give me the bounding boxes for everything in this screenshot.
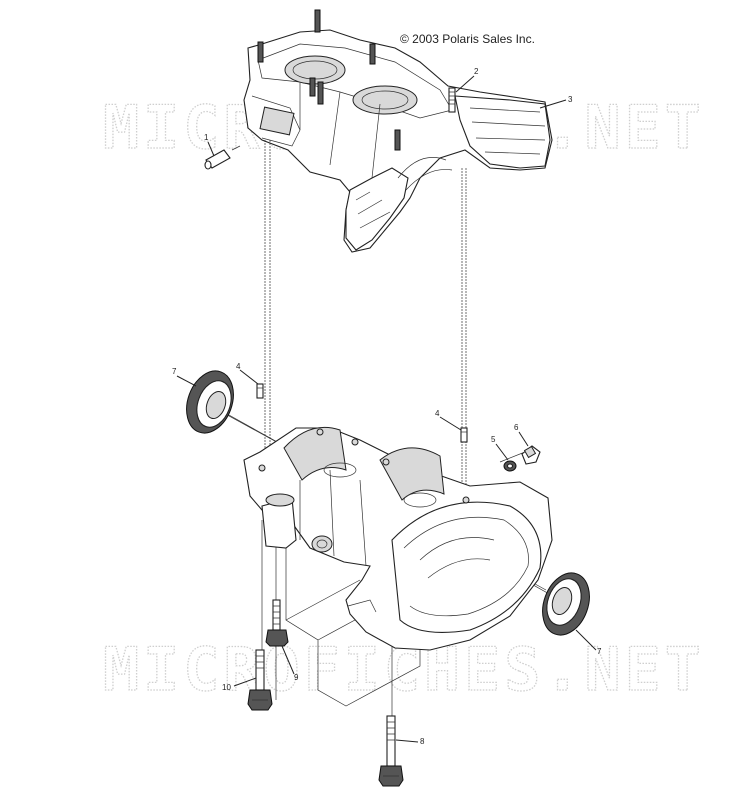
callout-label-2: 2	[474, 67, 479, 76]
callout-1: 1	[204, 133, 215, 157]
callout-label-7-left: 7	[172, 367, 177, 376]
bolt-part-10	[247, 649, 273, 711]
callout-label-7-right: 7	[597, 647, 602, 656]
copyright-notice: © 2003 Polaris Sales Inc.	[400, 32, 535, 46]
dowel-pin-part-4-left	[256, 383, 264, 399]
callout-8: 8	[395, 737, 425, 746]
dowel-pin-part-1	[204, 145, 241, 170]
callout-4-right: 4	[435, 409, 462, 431]
bolt-part-8	[378, 715, 404, 787]
callout-10: 10	[222, 677, 257, 692]
callout-label-3: 3	[568, 95, 573, 104]
callout-4-left: 4	[236, 362, 259, 385]
callout-label-4-right: 4	[435, 409, 440, 418]
oil-seal-part-7-left	[186, 370, 234, 434]
callout-7-right: 7	[575, 629, 602, 656]
callout-label-9: 9	[294, 673, 299, 682]
stud-part-2	[448, 87, 456, 113]
washer-part-5	[503, 460, 517, 472]
bolt-part-9	[265, 599, 289, 647]
callout-6: 6	[514, 423, 529, 447]
callout-label-8: 8	[420, 737, 425, 746]
callout-7-left: 7	[172, 367, 197, 387]
dowel-pin-part-4-right	[460, 427, 468, 443]
cylinder-studs	[257, 9, 401, 151]
oil-seal-part-7-right	[542, 572, 590, 636]
callout-label-10: 10	[222, 683, 231, 692]
callout-9: 9	[281, 645, 299, 682]
callout-5: 5	[491, 435, 509, 461]
callout-2: 2	[455, 67, 479, 93]
callout-label-4-left: 4	[236, 362, 241, 371]
callout-label-5: 5	[491, 435, 496, 444]
plug-part-6	[521, 445, 541, 465]
lower-crankcase	[243, 426, 553, 651]
callout-label-1: 1	[204, 133, 209, 142]
callout-label-6: 6	[514, 423, 519, 432]
callout-3: 3	[539, 95, 573, 109]
